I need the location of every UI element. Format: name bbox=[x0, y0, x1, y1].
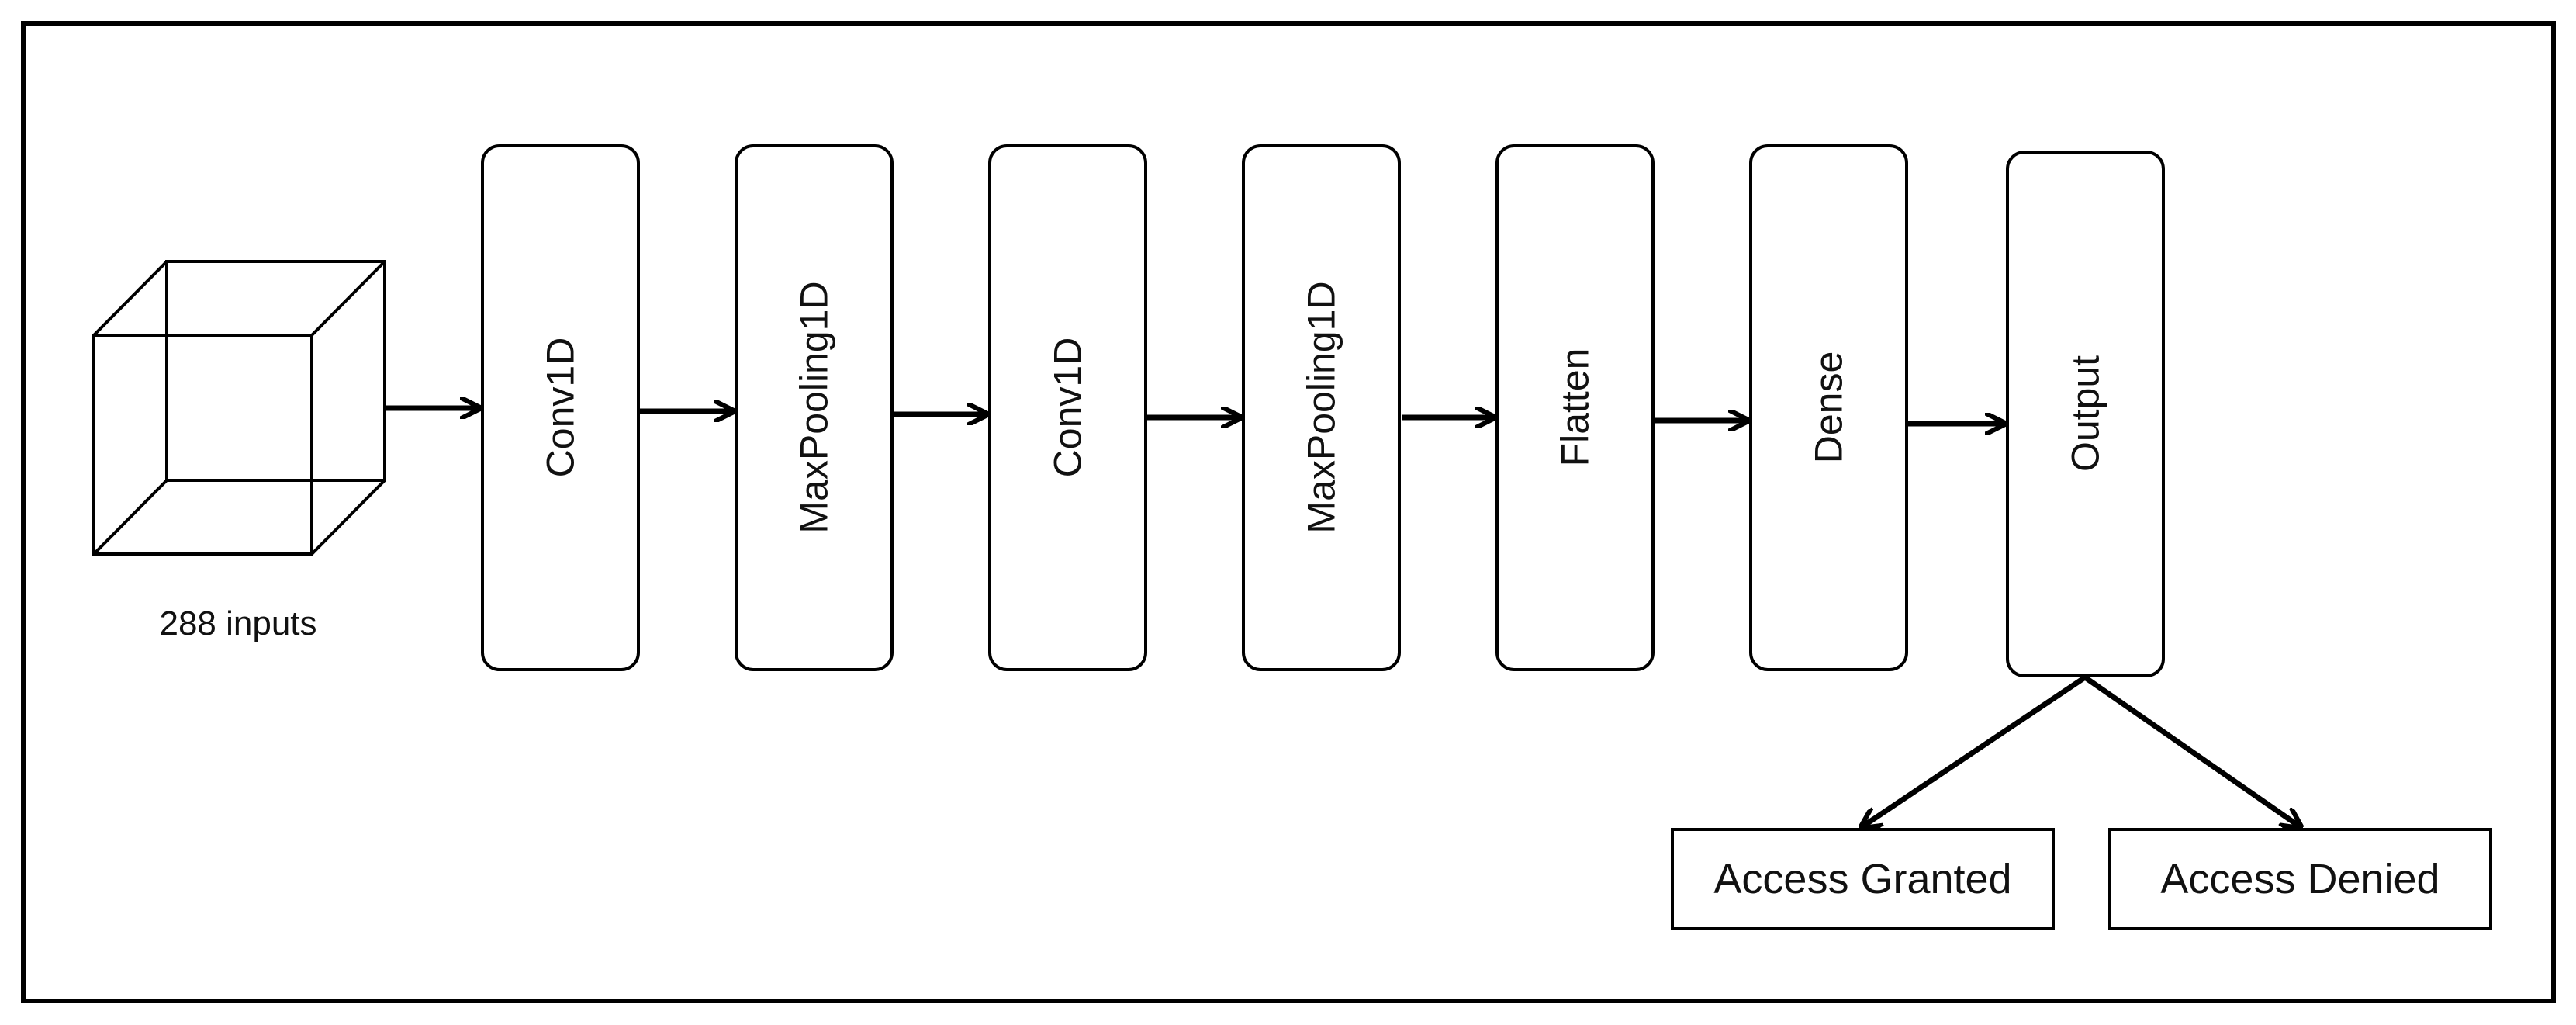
layer-block-conv1d-1: Conv1D bbox=[481, 144, 640, 671]
layer-block-output: Output bbox=[2006, 151, 2165, 677]
layer-label: Dense bbox=[1807, 351, 1851, 464]
layer-box bbox=[481, 144, 640, 671]
layer-block-flatten: Flatten bbox=[1495, 144, 1655, 671]
layer-label: MaxPooling1D bbox=[793, 281, 836, 533]
layer-block-dense: Dense bbox=[1749, 144, 1908, 671]
layer-label: Flatten bbox=[1554, 348, 1597, 467]
arrow-output-to-access-denied bbox=[2083, 675, 2301, 827]
branch-arrows bbox=[1862, 675, 2301, 827]
layer-block-maxpooling1d-2: MaxPooling1D bbox=[1242, 144, 1401, 671]
cube-icon bbox=[92, 260, 386, 556]
layer-box bbox=[2006, 151, 2165, 677]
layer-block-maxpooling1d-1: MaxPooling1D bbox=[735, 144, 894, 671]
layer-block-conv1d-2: Conv1D bbox=[988, 144, 1147, 671]
outcome-label: Access Granted bbox=[1713, 856, 2011, 902]
layer-box bbox=[735, 144, 894, 671]
layer-label: Output bbox=[2064, 355, 2107, 472]
outcome-label: Access Denied bbox=[2160, 856, 2439, 902]
layer-box bbox=[1495, 144, 1655, 671]
layer-box bbox=[988, 144, 1147, 671]
outcome-access-granted: Access Granted bbox=[1671, 828, 2055, 930]
outcome-box bbox=[1671, 828, 2055, 930]
input-label: 288 inputs bbox=[159, 604, 316, 642]
layer-label: MaxPooling1D bbox=[1300, 281, 1343, 533]
arrow-output-to-access-granted bbox=[1862, 675, 2087, 827]
flow-arrows bbox=[385, 408, 2004, 424]
outcome-access-denied: Access Denied bbox=[2108, 828, 2492, 930]
layer-box bbox=[1242, 144, 1401, 671]
layer-label: Conv1D bbox=[539, 338, 583, 478]
layer-box bbox=[1749, 144, 1908, 671]
outcome-box bbox=[2108, 828, 2492, 930]
layer-label: Conv1D bbox=[1046, 338, 1090, 478]
